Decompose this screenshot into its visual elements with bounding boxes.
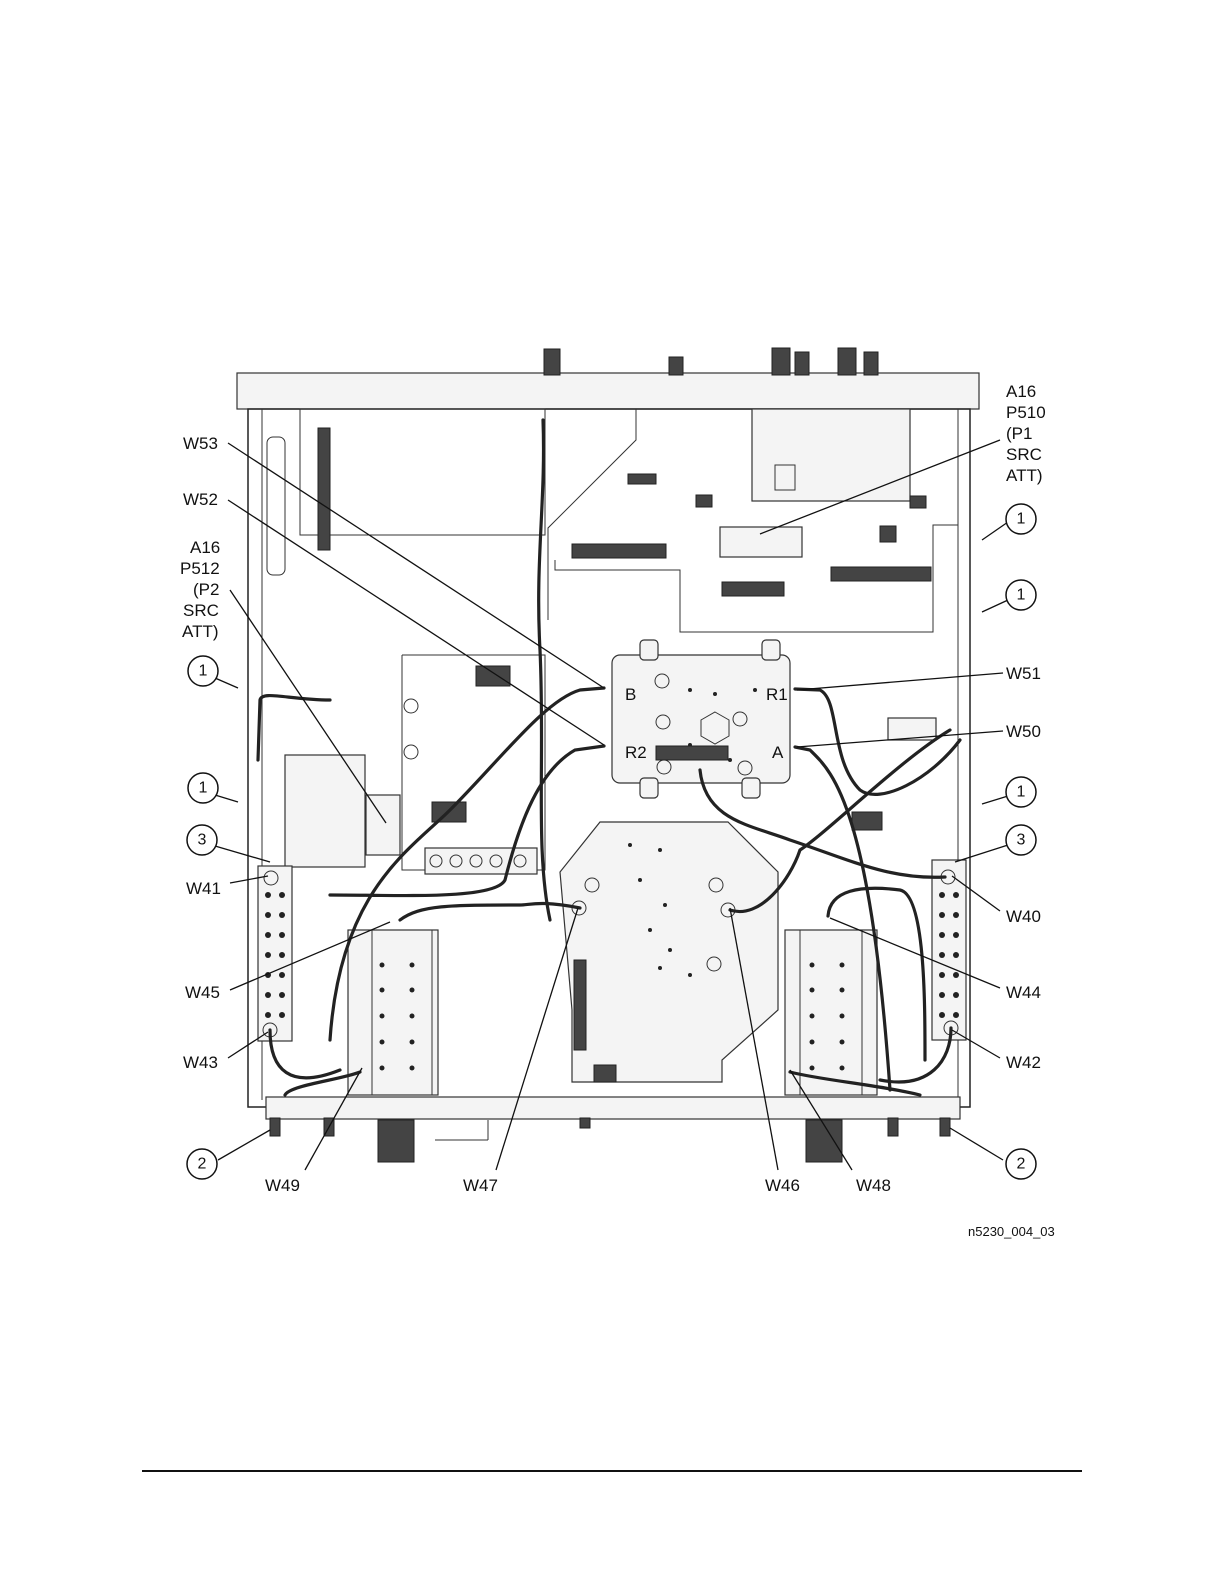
port-label-b: B	[625, 685, 636, 704]
port-label-a: A	[772, 743, 784, 762]
right-coupler-block	[785, 930, 877, 1095]
svg-text:2: 2	[198, 1156, 207, 1173]
circled-number-1: 1	[1006, 580, 1036, 610]
board-connector	[572, 544, 666, 558]
front-panel-rail	[237, 373, 979, 409]
p512-connector	[366, 795, 400, 855]
callout-w46: W46	[765, 1176, 800, 1195]
front-connector	[772, 348, 790, 375]
top-left-board	[300, 409, 545, 535]
front-connector	[544, 349, 560, 375]
chassis-drawing	[237, 348, 979, 1162]
port-label-r2: R2	[625, 743, 647, 762]
svg-text:P510: P510	[1006, 403, 1046, 422]
callout-w48: W48	[856, 1176, 891, 1195]
front-connector	[795, 352, 809, 375]
circled-number-1: 1	[1006, 504, 1036, 534]
circled-number-3: 3	[187, 825, 217, 855]
svg-text:1: 1	[1017, 511, 1026, 528]
callout-w41: W41	[186, 879, 221, 898]
callout-w52: W52	[183, 490, 218, 509]
svg-text:ATT): ATT)	[1006, 466, 1043, 485]
svg-text:(P2: (P2	[193, 580, 219, 599]
rear-panel-rail	[266, 1097, 960, 1119]
svg-text:2: 2	[1017, 1156, 1026, 1173]
svg-text:1: 1	[1017, 784, 1026, 801]
p510-connector	[720, 527, 802, 557]
rear-port-connector	[806, 1120, 842, 1162]
callout-w42: W42	[1006, 1053, 1041, 1072]
callout-w51: W51	[1006, 664, 1041, 683]
callout-a16-p510: A16 P510 (P1 SRC ATT)	[1006, 382, 1046, 485]
svg-text:1: 1	[199, 663, 208, 680]
footer-rule	[142, 1470, 1082, 1472]
callout-w43: W43	[183, 1053, 218, 1072]
svg-text:A16: A16	[190, 538, 220, 557]
circled-number-1: 1	[188, 656, 218, 686]
circled-number-2: 2	[1006, 1149, 1036, 1179]
svg-text:SRC: SRC	[183, 601, 219, 620]
front-connector	[669, 357, 683, 375]
callout-w44: W44	[1006, 983, 1041, 1002]
callout-w45: W45	[185, 983, 220, 1002]
svg-text:SRC: SRC	[1006, 445, 1042, 464]
callout-w40: W40	[1006, 907, 1041, 926]
circled-number-1: 1	[188, 773, 218, 803]
left-coupler-block	[348, 930, 438, 1095]
right-switch-strip	[932, 860, 966, 1040]
svg-text:A16: A16	[1006, 382, 1036, 401]
small-connector	[628, 474, 656, 484]
side-slot	[267, 437, 285, 575]
svg-text:P512: P512	[180, 559, 220, 578]
coupler-manifold	[560, 822, 778, 1082]
circled-number-1: 1	[1006, 777, 1036, 807]
callout-w49: W49	[265, 1176, 300, 1195]
figure-id: n5230_004_03	[968, 1224, 1055, 1239]
edge-connector	[318, 428, 330, 550]
callout-w53: W53	[183, 434, 218, 453]
svg-text:ATT): ATT)	[182, 622, 219, 641]
rear-port-connector	[378, 1120, 414, 1162]
top-right-module	[752, 409, 910, 501]
board-connector	[722, 582, 784, 596]
left-module	[285, 755, 365, 867]
front-connector	[838, 348, 856, 375]
svg-text:3: 3	[198, 832, 207, 849]
front-connector	[864, 352, 878, 375]
board-connector	[831, 567, 931, 581]
circled-number-2: 2	[187, 1149, 217, 1179]
svg-text:3: 3	[1017, 832, 1026, 849]
svg-text:1: 1	[1017, 587, 1026, 604]
left-switch-strip	[258, 866, 292, 1041]
svg-text:(P1: (P1	[1006, 424, 1032, 443]
svg-text:1: 1	[199, 780, 208, 797]
circled-number-3: 3	[1006, 825, 1036, 855]
port-label-r1: R1	[766, 685, 788, 704]
callout-w50: W50	[1006, 722, 1041, 741]
callout-a16-p512: A16 P512 (P2 SRC ATT)	[180, 538, 220, 641]
callout-w47: W47	[463, 1176, 498, 1195]
